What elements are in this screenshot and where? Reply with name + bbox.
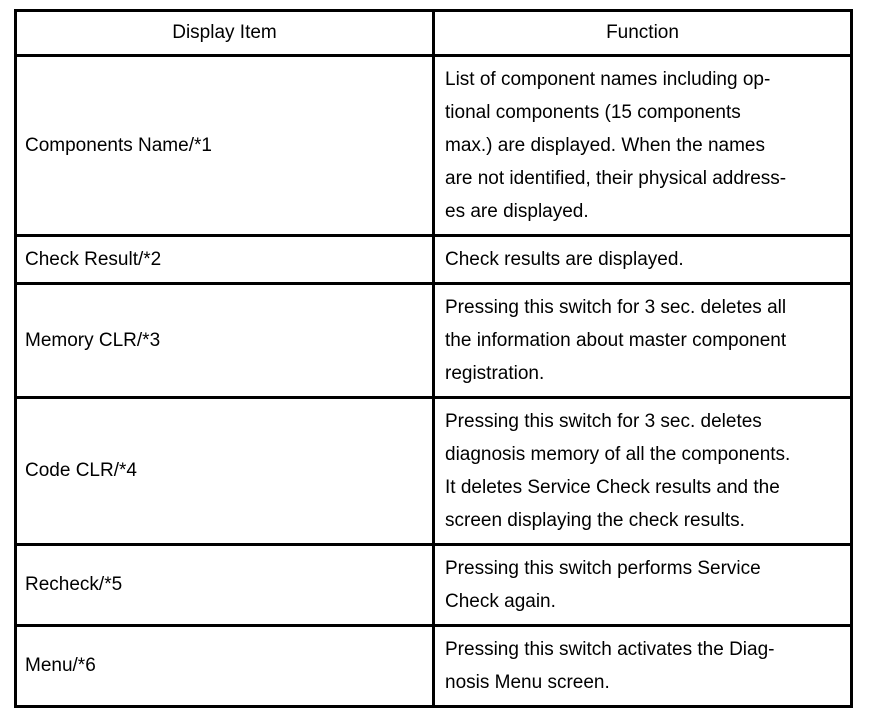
display-item-cell: Recheck/*5 xyxy=(14,543,435,627)
display-item-cell: Code CLR/*4 xyxy=(14,396,435,546)
table-row: Components Name/*1 List of component nam… xyxy=(14,54,853,237)
table-row: Check Result/*2 Check results are displa… xyxy=(14,234,853,285)
column-header-display-item: Display Item xyxy=(14,9,435,57)
table-row: Menu/*6 Pressing this switch activates t… xyxy=(14,624,853,708)
table-header-row: Display Item Function xyxy=(14,9,853,57)
function-cell: Pressing this switch activates the Diag-… xyxy=(432,624,853,708)
column-header-function: Function xyxy=(432,9,853,57)
function-cell: Pressing this switch for 3 sec. deletes … xyxy=(432,282,853,399)
display-item-cell: Menu/*6 xyxy=(14,624,435,708)
function-cell: Pressing this switch for 3 sec. deletes … xyxy=(432,396,853,546)
display-item-cell: Check Result/*2 xyxy=(14,234,435,285)
function-cell: Pressing this switch performs Service Ch… xyxy=(432,543,853,627)
table-row: Code CLR/*4 Pressing this switch for 3 s… xyxy=(14,396,853,546)
display-item-cell: Memory CLR/*3 xyxy=(14,282,435,399)
display-item-cell: Components Name/*1 xyxy=(14,54,435,237)
table-row: Memory CLR/*3 Pressing this switch for 3… xyxy=(14,282,853,399)
function-cell: List of component names including op- ti… xyxy=(432,54,853,237)
display-function-table: Display Item Function Components Name/*1… xyxy=(14,9,853,708)
table-row: Recheck/*5 Pressing this switch performs… xyxy=(14,543,853,627)
function-cell: Check results are displayed. xyxy=(432,234,853,285)
